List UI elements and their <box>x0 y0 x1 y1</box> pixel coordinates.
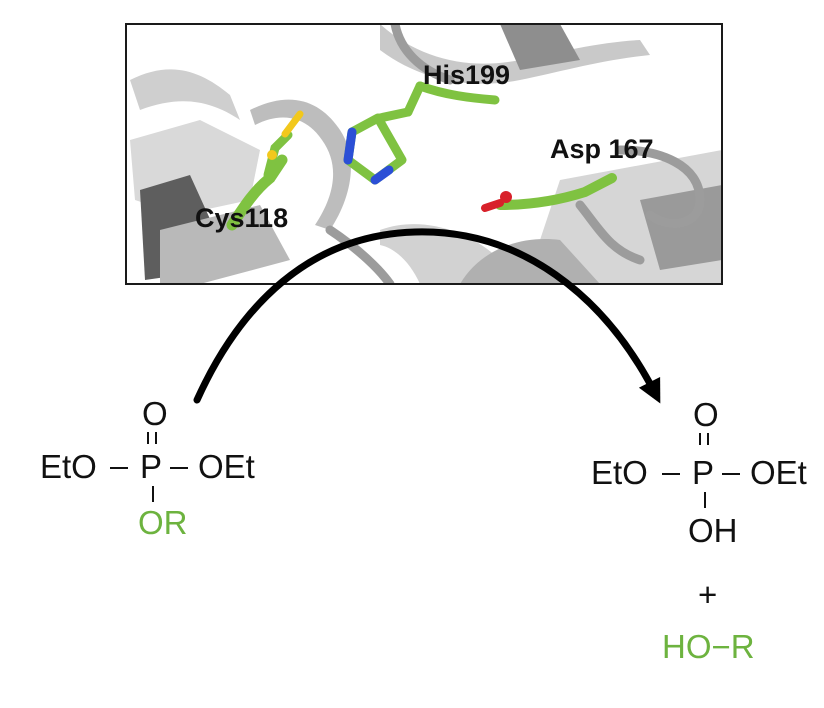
backbone-tube-right-lower <box>575 200 645 265</box>
reactant-ester-group: OR <box>138 504 188 541</box>
ribbon-top-right <box>380 24 650 84</box>
residue-label-his199: His199 <box>423 60 511 90</box>
residue-label-asp167: Asp 167 <box>550 134 654 164</box>
product-bond-left <box>662 473 680 475</box>
product-left-group: EtO <box>591 454 648 491</box>
panel-frame <box>125 23 723 285</box>
reaction-arrow <box>193 228 661 404</box>
product-alcohol: HO−R <box>662 628 755 665</box>
backbone-tube-lower <box>325 225 395 284</box>
ribbon-top-far-right <box>500 24 580 70</box>
reactant-double-bond <box>147 432 157 444</box>
backbone-tube-top <box>390 24 455 85</box>
asp167-sidechain <box>481 173 617 212</box>
reactant-bond-left <box>110 467 128 469</box>
product-double-bond <box>699 433 709 445</box>
reactant-phosphorus: P <box>140 448 163 485</box>
product-right-group: OEt <box>750 454 807 491</box>
product-plus-sign: + <box>698 576 718 613</box>
product-bond-right <box>722 473 740 475</box>
ribbon-top-left <box>130 69 240 120</box>
ribbon-center-loop <box>250 99 351 230</box>
product-top-oxygen: O <box>693 396 719 433</box>
product-hydroxyl: OH <box>688 512 738 549</box>
ribbon-left-lower <box>160 205 290 284</box>
reactant-top-oxygen: O <box>142 395 168 432</box>
reactant-left-group: EtO <box>40 448 97 485</box>
protein-structure-panel <box>126 24 722 284</box>
product-phosphorus: P <box>692 454 715 491</box>
reactant-bond-right <box>170 467 188 469</box>
cys118-sidechain <box>226 110 304 231</box>
reactant-right-group: OEt <box>198 448 255 485</box>
product-bond-bottom <box>704 492 706 508</box>
reactant-bond-bottom <box>152 486 154 502</box>
backbone-tube-right <box>615 145 705 228</box>
residue-label-cys118: Cys118 <box>195 203 289 233</box>
his199-sidechain <box>343 81 500 185</box>
